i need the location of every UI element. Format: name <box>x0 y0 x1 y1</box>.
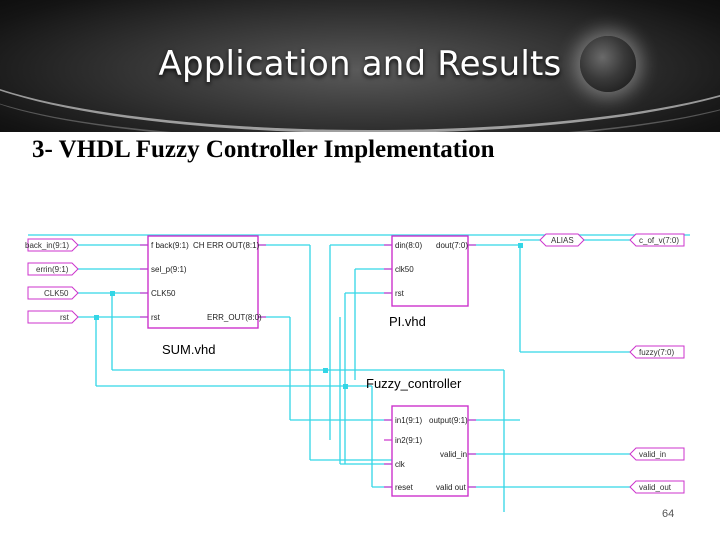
junction-mid <box>323 368 328 373</box>
slide-title: Application and Results <box>158 44 562 84</box>
junction-dout <box>518 243 523 248</box>
slide-subtitle: 3- VHDL Fuzzy Controller Implementation <box>32 136 495 163</box>
input-ports <box>27 238 79 324</box>
fz-pin-validout: valid out <box>436 483 467 492</box>
sum-pin-errout: ERR_OUT(8:0) <box>207 313 262 322</box>
fz-pin-in1: in1(9:1) <box>395 416 422 425</box>
port-valid-in-label: valid_in <box>639 450 666 459</box>
block-fuzzy <box>391 405 469 497</box>
port-errin-label: errin(9:1) <box>36 265 69 274</box>
sum-pin-rst: rst <box>151 313 161 322</box>
pi-pin-din: din(8:0) <box>395 241 422 250</box>
port-errin <box>27 262 79 276</box>
pi-pin-rst: rst <box>395 289 405 298</box>
sum-pin-fback: f back(9:1) <box>151 241 189 250</box>
page-number: 64 <box>662 508 675 520</box>
sum-pin-selp: sel_p(9:1) <box>151 265 187 274</box>
output-ports <box>539 233 685 494</box>
port-cofv <box>629 233 685 247</box>
fz-pin-validin: valid_in <box>440 450 467 459</box>
port-valid-in <box>629 447 685 461</box>
port-back-in-label: back_in(9:1) <box>25 241 69 250</box>
port-valid-out <box>629 480 685 494</box>
port-clk50-label: CLK50 <box>44 289 69 298</box>
fuzzy-block-name: Fuzzy_controller <box>366 376 462 391</box>
port-fuzzy-label: fuzzy(7:0) <box>639 348 674 357</box>
schematic-diagram: f back(9:1) CH ERR OUT(8:1) sel_p(9:1) C… <box>25 233 690 512</box>
alias-label: ALIAS <box>551 236 574 245</box>
junctions <box>94 243 523 389</box>
junction-clk <box>110 291 115 296</box>
block-pi <box>391 235 469 307</box>
sum-pin-cherr: CH ERR OUT(8:1) <box>193 241 260 250</box>
port-rst <box>27 310 79 324</box>
block-sum <box>147 235 259 329</box>
sum-pin-clk: CLK50 <box>151 289 176 298</box>
wires <box>28 234 690 512</box>
sum-block-name: SUM.vhd <box>162 342 215 357</box>
port-back-in <box>27 238 79 252</box>
fz-pin-clk: clk <box>395 460 406 469</box>
fz-pin-in2: in2(9:1) <box>395 436 422 445</box>
port-clk50 <box>27 286 79 300</box>
pi-pin-dout: dout(7:0) <box>436 241 468 250</box>
port-cofv-label: c_of_v(7:0) <box>639 236 679 245</box>
blocks <box>147 235 469 497</box>
port-fuzzy <box>629 345 685 359</box>
port-valid-out-label: valid_out <box>639 483 672 492</box>
junction-rst <box>94 315 99 320</box>
fz-pin-reset: reset <box>395 483 414 492</box>
title-banner: Application and Results <box>0 0 720 132</box>
alias-flag <box>539 233 585 247</box>
port-rst-label: rst <box>60 313 70 322</box>
junction-rst2 <box>343 384 348 389</box>
fz-pin-output: output(9:1) <box>429 416 468 425</box>
planet-graphic <box>580 36 636 92</box>
pi-pin-clk: clk50 <box>395 265 414 274</box>
pin-stubs <box>140 244 476 488</box>
pi-block-name: PI.vhd <box>389 314 426 329</box>
